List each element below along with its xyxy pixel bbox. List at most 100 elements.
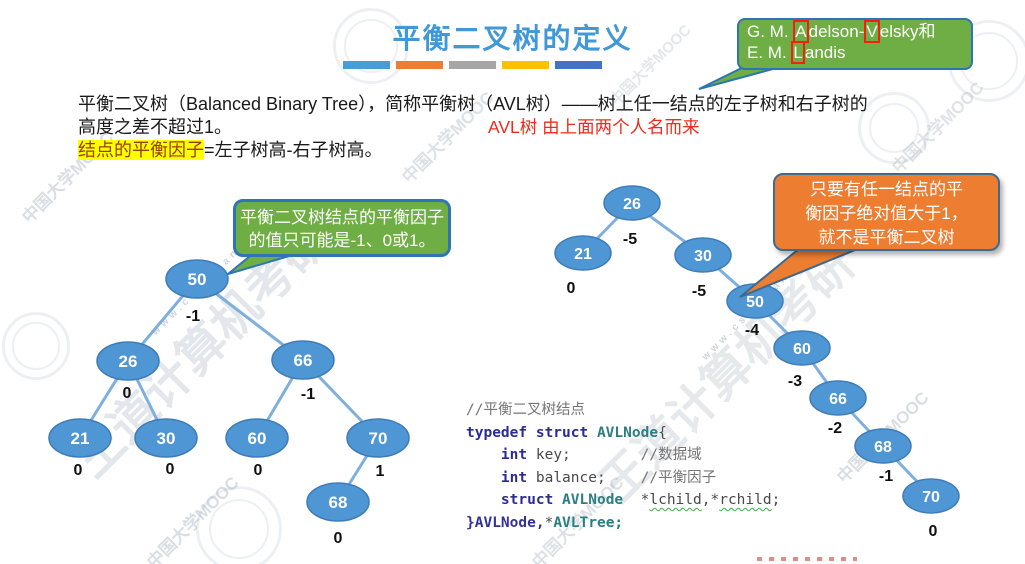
code-token: ; (771, 492, 781, 508)
tree-node-value: 70 (369, 429, 388, 448)
tree-node (346, 418, 410, 458)
highlighted-letter-box: V (864, 20, 880, 43)
tree-node (271, 340, 335, 380)
green-callout-line2: 的值只可能是-1、0或1。 (248, 231, 436, 250)
tree-node (773, 330, 831, 366)
code-token: AVLTree; (553, 514, 624, 531)
accent-bar (396, 61, 443, 69)
balance-factor-label: 0 (74, 462, 83, 479)
balance-factor-label: -1 (879, 468, 893, 485)
balance-factor-label: -1 (301, 386, 315, 403)
code-token (466, 492, 501, 508)
code-token: //平衡因子 (640, 469, 717, 486)
code-token: key; (527, 447, 641, 463)
balance-factor-label: 0 (254, 462, 263, 479)
code-token (553, 492, 562, 508)
balance-factor-label: -5 (623, 231, 637, 248)
code-token: }AVLNode, (466, 514, 545, 531)
text-segment: E. M. (747, 43, 792, 62)
tree-node-value: 70 (922, 489, 940, 506)
tree-node (96, 341, 160, 381)
balance-factor-label: -3 (788, 373, 802, 390)
code-token: AVLNode (562, 492, 624, 508)
avl-origin-note: AVL树 由上面两个人名而来 (488, 117, 700, 137)
text-segment: G. M. (747, 22, 794, 41)
code-token: typedef struct (466, 424, 589, 441)
tree-node-value: 68 (329, 493, 348, 512)
balance-factor-label: 1 (376, 463, 385, 480)
tree-node-value: 50 (746, 294, 764, 311)
balance-factor-highlight: 结点的平衡因子 (78, 140, 204, 160)
code-token: balance; (527, 469, 641, 486)
code-token (466, 470, 501, 486)
accent-bar (555, 61, 602, 69)
code-line: struct AVLNode *lchild,*rchild; (466, 489, 780, 512)
tree-node-value: 68 (874, 439, 892, 456)
tree-node (902, 478, 960, 514)
balance-factor-label: -5 (692, 283, 706, 300)
page-title: 平衡二叉树的定义 (392, 23, 633, 54)
balance-factor-label: 0 (334, 530, 343, 547)
text-segment: delson- (808, 22, 865, 41)
balance-factor-label: 0 (929, 523, 938, 540)
tree-node (134, 418, 198, 458)
tree-node-value: 60 (793, 341, 811, 358)
code-token: struct (500, 492, 554, 508)
seal-watermark-icon (2, 312, 70, 380)
tree-node (48, 418, 112, 458)
definition-line1: 平衡二叉树（Balanced Binary Tree），简称平衡树（AVL树）—… (78, 94, 868, 114)
tree-node-value: 30 (157, 429, 176, 448)
tree-node-value: 60 (248, 429, 267, 448)
tree-node (554, 235, 612, 271)
highlighted-letter-box: A (793, 20, 809, 43)
tree-node (674, 237, 732, 273)
orange-callout-line2: 衡因子绝对值大于1， (805, 204, 968, 223)
definition-line2: 高度之差不超过1。 (78, 117, 233, 137)
tree-node-value: 30 (694, 248, 712, 265)
seal-watermark-icon (333, 8, 409, 84)
tree-node (165, 259, 229, 299)
tree-node-value: 26 (623, 196, 641, 213)
tree-node-value: 21 (71, 429, 90, 448)
balance-factor-label: 0 (567, 280, 576, 297)
accent-bar (502, 61, 549, 69)
balance-factor-label: 0 (166, 461, 175, 478)
tree-node (854, 428, 912, 464)
code-token: //平衡二叉树结点 (466, 402, 585, 418)
orange-callout-line1: 只要有任一结点的平 (810, 180, 963, 199)
accent-bar (343, 61, 390, 69)
balance-factor-label: 0 (123, 385, 132, 402)
balance-factor-formula: =左子树高-右子树高。 (204, 140, 383, 160)
tree-node-value: 50 (188, 270, 207, 289)
code-token: rchild (719, 492, 772, 508)
tree-node-value: 26 (119, 352, 138, 371)
text-segment: elsky和 (879, 22, 936, 41)
code-line: int balance; //平衡因子 (466, 467, 780, 490)
seal-watermark-icon (858, 92, 930, 164)
code-token: //数据域 (640, 447, 702, 463)
tree-node (809, 380, 867, 416)
callout-tail (739, 247, 861, 298)
code-line: }AVLNode,*AVLTree; (466, 512, 780, 535)
clipped-red-text-fragment (757, 557, 857, 561)
code-token: ,* (701, 492, 720, 508)
green-callout-line1: 平衡二叉树结点的平衡因子 (240, 208, 444, 227)
highlighted-letter-box: L (791, 41, 805, 64)
balance-factor-callout: 平衡二叉树结点的平衡因子 的值只可能是-1、0或1。 (233, 199, 451, 257)
code-token: AVLNode (596, 424, 659, 441)
code-line: //平衡二叉树结点 (466, 399, 780, 422)
orange-callout-line3: 就不是平衡二叉树 (818, 228, 955, 247)
code-token: int (500, 447, 528, 463)
unbalanced-warning-callout: 只要有任一结点的平 衡因子绝对值大于1， 就不是平衡二叉树 (773, 173, 1000, 251)
tree-node-value: 21 (574, 246, 592, 263)
tree-node (225, 418, 289, 458)
code-token: lchild (649, 492, 702, 508)
text-segment: andis (804, 43, 846, 62)
balance-factor-label: -1 (186, 308, 200, 325)
tree-node (603, 185, 661, 221)
code-token: int (500, 469, 528, 486)
